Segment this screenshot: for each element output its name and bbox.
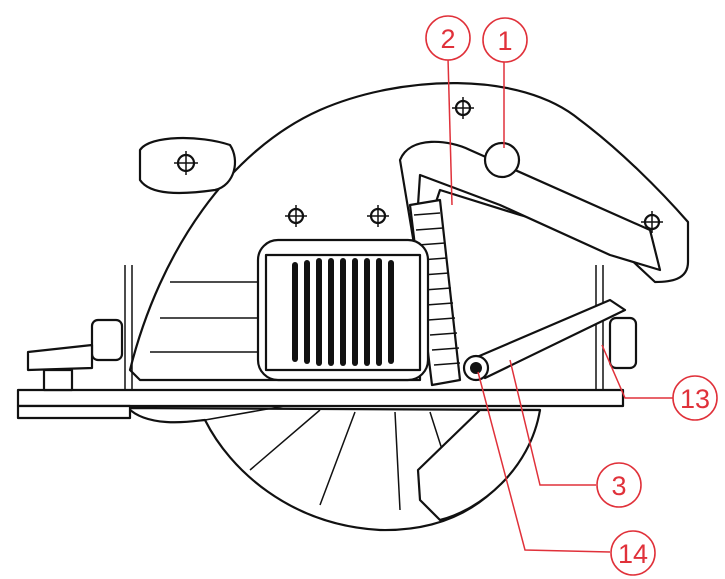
screws xyxy=(174,97,663,233)
switch-button xyxy=(483,141,521,179)
screw-icon xyxy=(174,151,198,175)
rear-knob xyxy=(595,265,638,390)
callout-1-label: 1 xyxy=(497,26,512,56)
motor-vents xyxy=(292,258,394,366)
callout-2-label: 2 xyxy=(440,24,455,54)
leader-lines xyxy=(447,57,697,553)
screw-icon xyxy=(641,211,663,233)
front-knob xyxy=(26,265,133,392)
callout-13: 13 xyxy=(672,375,718,421)
bevel-lever xyxy=(462,298,627,382)
screw-icon xyxy=(452,97,474,119)
callout-3: 3 xyxy=(596,462,642,508)
screw-icon xyxy=(367,205,389,227)
leader-3 xyxy=(509,359,596,486)
callout-14: 14 xyxy=(610,530,656,576)
leader-2 xyxy=(447,57,453,206)
leader-14 xyxy=(477,371,611,553)
motor-housing xyxy=(150,238,430,382)
callout-2: 2 xyxy=(425,15,471,61)
callout-13-label: 13 xyxy=(680,384,710,414)
callout-14-label: 14 xyxy=(618,539,648,569)
callout-3-label: 3 xyxy=(611,471,626,501)
screw-icon xyxy=(285,205,307,227)
callout-1: 1 xyxy=(482,17,528,63)
base-plate xyxy=(16,388,625,420)
lower-blade-guard xyxy=(126,404,542,532)
